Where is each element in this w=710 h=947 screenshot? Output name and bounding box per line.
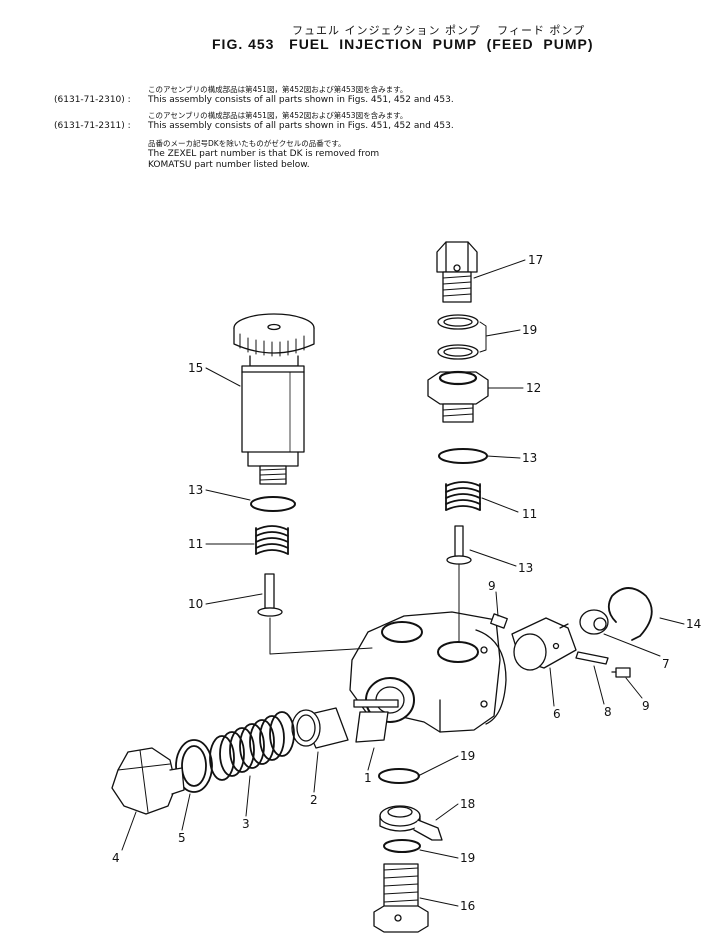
part-16-bolt (373, 863, 429, 933)
note-1-part-code: (6131-71-2310) : (54, 95, 131, 105)
part-3-spring (209, 711, 295, 781)
callout-6: 6 (553, 707, 561, 721)
part-6-tappet (511, 617, 577, 671)
callout-16: 16 (460, 899, 475, 913)
part-5-gasket (175, 739, 213, 793)
part-12-nut (427, 370, 489, 423)
zexel-note-japanese: 品番のメーカ記号DKを除いたものがゼクセルの品番です。 (148, 139, 346, 148)
callout-4: 4 (112, 851, 120, 865)
part-13-valve-right (446, 525, 472, 565)
note-1-japanese: このアセンブリの構成部品は第451図，第452図および第453図を含みます。 (148, 85, 408, 94)
part-2-sleeve (291, 707, 349, 749)
part-1-pump-body (349, 611, 507, 743)
leader-lines (121, 259, 685, 907)
callout-19-top: 19 (522, 323, 537, 337)
part-19-washer-upper (437, 314, 479, 330)
callout-19-bottom-upper: 19 (460, 749, 475, 763)
part-15-priming-pump (233, 313, 315, 485)
note-2-text: This assembly consists of all parts show… (148, 121, 454, 131)
figure-header: フュエル インジェクション ポンプ フィード ポンプ FIG. 453 FUEL… (0, 0, 710, 175)
part-9-screw-upper (490, 613, 508, 629)
figure-title-japanese: フュエル インジェクション ポンプ フィード ポンプ (292, 24, 586, 37)
part-13-o-ring-right-upper (438, 448, 488, 464)
note-1-text: This assembly consists of all parts show… (148, 95, 454, 105)
callout-11-left: 11 (188, 537, 203, 551)
part-13-o-ring-left (250, 496, 296, 512)
part-7-roller (579, 609, 609, 635)
callout-8: 8 (604, 705, 612, 719)
callout-19-bottom-lower: 19 (460, 851, 475, 865)
part-4-plug (111, 747, 185, 815)
part-9-screw-lower (611, 667, 631, 678)
callout-3: 3 (242, 817, 250, 831)
zexel-note-line-2: KOMATSU part number listed below. (148, 160, 310, 170)
callout-2: 2 (310, 793, 318, 807)
callout-13-top: 13 (522, 451, 537, 465)
callout-11-right: 11 (522, 507, 537, 521)
part-14-snap-ring (607, 587, 653, 641)
callout-1: 1 (364, 771, 372, 785)
callout-5: 5 (178, 831, 186, 845)
note-2-part-code: (6131-71-2311) : (54, 121, 131, 131)
figure-title: FIG. 453 FUEL INJECTION PUMP (FEED PUMP) (212, 36, 594, 52)
part-8-pin (575, 651, 609, 665)
part-11-spring-right (445, 481, 481, 511)
callout-7: 7 (662, 657, 670, 671)
callout-13-valve: 13 (518, 561, 533, 575)
part-19-washer-bottom-lower (383, 839, 421, 853)
part-17-banjo-bolt (436, 241, 478, 303)
callout-labels: 17 19 12 13 11 13 15 13 11 10 9 14 7 6 8… (112, 253, 701, 913)
part-19-washer-lower (437, 344, 479, 360)
part-10-piston (257, 573, 283, 617)
part-19-washer-bottom-upper (378, 768, 420, 784)
callout-9-upper: 9 (488, 579, 496, 593)
callout-17: 17 (528, 253, 543, 267)
callout-18: 18 (460, 797, 475, 811)
note-2-japanese: このアセンブリの構成部品は第451図，第452図および第453図を含みます。 (148, 111, 408, 120)
callout-14: 14 (686, 617, 701, 631)
part-11-spring-left (255, 525, 289, 555)
part-18-banjo-fitting (379, 805, 443, 841)
callout-15: 15 (188, 361, 203, 375)
callout-12: 12 (526, 381, 541, 395)
callout-9-lower: 9 (642, 699, 650, 713)
assembly-line-left (269, 617, 373, 655)
callout-10: 10 (188, 597, 203, 611)
callout-13-left: 13 (188, 483, 203, 497)
zexel-note-line-1: The ZEXEL part number is that DK is remo… (148, 149, 380, 159)
